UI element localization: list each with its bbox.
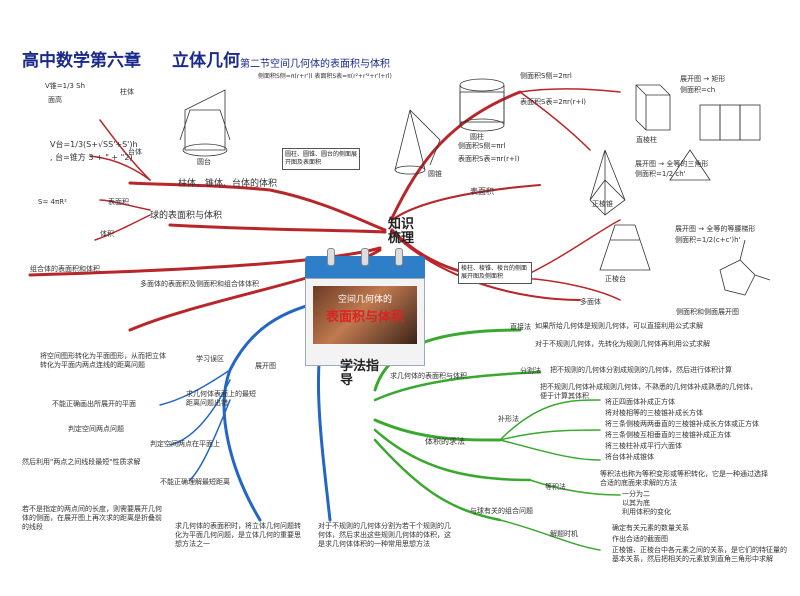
cone-formula: 侧面积S侧=π(r+r')l 表面积S表=π(r²+r'²+r'l+rl) <box>258 73 392 80</box>
wrong2: 然后利用"两点之间线段最短"性质求解 <box>22 458 141 466</box>
combo-note: 组合体的表面积和体积 <box>30 265 100 273</box>
fill-item: 将正四面体补成正方体 <box>605 398 675 406</box>
pyramid-shape <box>589 149 626 216</box>
prism-shape <box>635 84 671 131</box>
cone-side-formula: 侧面积S侧=πrl <box>458 142 506 150</box>
cone-label: 圆锥 <box>428 170 442 178</box>
branch-rotate <box>390 90 522 220</box>
frustum-note: , 台=锥方 3 + " + "2) <box>50 153 133 162</box>
cyl-formula: 侧面积S侧=2πrl <box>520 72 572 80</box>
frustum-pyr-note: 展开图 → 全等的等腰梯形 <box>675 225 756 233</box>
solve-note2: 作出合适的截面图 <box>612 535 668 543</box>
fill-item: 将三棱柱补成平行六面体 <box>605 442 682 450</box>
cone-surface-formula: 表面积S表=πr(r+l) <box>458 155 520 163</box>
mix-label: 等积法 <box>545 483 566 491</box>
rotate-box: 圆柱、圆锥、圆台的侧面展开图及表面积 <box>282 148 360 170</box>
frustum-volume: V台=1/3(S+√SS'+S')h <box>50 140 138 149</box>
main-title: 立体几何 <box>172 51 240 71</box>
col-label: 柱体 <box>120 88 134 96</box>
cone-shape <box>394 109 426 171</box>
ring-icon <box>395 248 403 266</box>
split-note2: 把不规则几何体补成规则几何体，不熟悉的几何体补成熟悉的几何体，便于计算其体积 <box>540 383 757 400</box>
branch-surface <box>391 184 541 221</box>
branch-knowledge: 知识梳理 <box>388 217 415 246</box>
plane-judge: 判定空间两点在平面上 <box>150 440 220 448</box>
unfold-label: 展开图 <box>255 362 276 370</box>
mix-note: 等积法也称为等积变形或等积转化，它是一种通过选择合适的底面来求解的方法 <box>600 470 768 487</box>
judge: 判定空间两点问题 <box>68 425 124 433</box>
direct-note: 如果所给几何体是规则几何体，可以直接利用公式求解 <box>535 322 703 330</box>
chapter-title: 高中数学第六章 <box>22 51 141 71</box>
subtitle: 第二节空间几何体的表面积与体积 <box>240 59 390 70</box>
prism-label: 直棱柱 <box>636 136 657 144</box>
special-label: 与球有关的组合问题 <box>470 507 533 515</box>
formula-label: 柱体、锥体、台体的体积 <box>178 179 278 189</box>
method-title: 体积的求法 <box>425 437 465 446</box>
cut-note: 若不是指定的两点间的长度，则需要展开几何体的侧面，在展开图上再次求的距离是折叠前… <box>22 505 162 531</box>
cyl-label: 圆柱 <box>470 133 484 141</box>
center-line2: 表面积与体积 <box>325 310 404 325</box>
solve-item: 以其为底 <box>622 499 650 507</box>
prism-area: 侧面积=ch <box>680 86 716 94</box>
branch-combo <box>28 246 382 277</box>
solve-note: 确定有关元素的数量关系 <box>612 524 689 532</box>
cylinder-top <box>459 78 505 92</box>
branch-method: 学法指导 <box>340 359 380 388</box>
center-line1: 空间几何体的 <box>337 295 392 305</box>
prism-note: 展开图 → 矩形 <box>680 75 726 83</box>
wrong1: 不能正确画出所展开的平面 <box>52 400 136 408</box>
frustum-pyr-area: 侧面积=1/2(c+c')h' <box>675 236 741 244</box>
plane-note: 将空间图形转化为平面图形，从而把立体转化为平面内两点连线的距离问题 <box>40 352 166 369</box>
split-label: 分割法 <box>520 367 541 375</box>
solve-item: 利用体积的变化 <box>622 508 671 516</box>
surface-title: 表面积 <box>470 187 494 196</box>
misplace: 求几何体表面上的最短距离问题出错 <box>186 390 256 407</box>
center-node: 空间几何体的 表面积与体积 <box>305 248 425 366</box>
combo2: 多面体的表面积及侧面积和组合体体积 <box>140 280 259 288</box>
volume-label: 体积 <box>100 230 114 238</box>
ball-formula: S= 4πR² <box>38 198 67 206</box>
bottom-note: 求几何体的表面积时，将立体几何问题转化为平面几何问题，是立体几何的重要思想方法之… <box>175 522 301 548</box>
ring-icon <box>361 248 369 266</box>
solve-item: 一分为二 <box>622 490 650 498</box>
pyramid-label: 正棱锥 <box>592 200 613 208</box>
direct-label: 直接法 <box>510 323 531 331</box>
branch-volume <box>128 181 387 232</box>
cyl-surface-formula: 表面积S表=2πr(r+l) <box>520 98 587 106</box>
dist-title: 求几何体的表面积与体积 <box>390 372 467 380</box>
branch-direct <box>373 328 522 392</box>
surface-formula: 球的表面积与体积 <box>150 211 223 221</box>
solve-label: 解题时机 <box>550 530 578 538</box>
split-note: 把不规则的几何体分割成规则的几何体，然后进行体积计算 <box>550 366 732 374</box>
poly-area: 侧面积和侧面展开图 <box>676 308 739 316</box>
pyramid-area: 侧面积=1/2 ch' <box>635 170 686 178</box>
branch-ball <box>168 223 387 234</box>
surface-area-label: 表面积 <box>108 198 129 206</box>
fill-item: 将台体补成锥体 <box>605 453 654 461</box>
fill-item: 将三条侧棱两两垂直的三棱锥补成长方体或正方体 <box>605 420 759 428</box>
fill-item: 将三条侧棱互相垂直的三棱锥补成正方体 <box>605 431 731 439</box>
frustum-unfold <box>184 89 226 151</box>
fill-item: 将对棱相等的三棱锥补成长方体 <box>605 409 703 417</box>
ring-icon <box>327 248 335 266</box>
frustum-pyr-label: 正棱台 <box>605 275 626 283</box>
pyramid-frustum <box>599 224 651 271</box>
fill-label: 补形法 <box>498 415 519 423</box>
pyramid-note: 展开图 → 全等的三角形 <box>635 160 709 168</box>
frustum-label: 圆台 <box>197 158 211 166</box>
wrong3: 不能正确理解最短距离 <box>160 478 230 486</box>
direct-note2: 对于不规则几何体，先转化为规则几何体再利用公式求解 <box>535 340 710 348</box>
cone-volume: V锥=1/3 Sh <box>45 82 86 90</box>
poly-box: 棱柱、棱锥、棱台的侧面展开图及侧面积 <box>458 262 532 284</box>
center-photo <box>313 286 417 344</box>
tai-label: 台体 <box>128 148 142 156</box>
split-volume-note: 对于不规则的几何体分割为若干个规则的几何体，然后求出这些规则几何体的体积，这是求… <box>318 522 451 548</box>
study-label: 学习误区 <box>196 355 224 363</box>
face-height: 面高 <box>48 96 62 104</box>
poly-unfold <box>719 239 771 296</box>
solve-note3: 正棱锥、正棱台中各元素之间的关系，是它们的特征量的基本关系，然后把相关的元素放到… <box>612 546 787 563</box>
poly-label: 多面体 <box>580 298 601 306</box>
